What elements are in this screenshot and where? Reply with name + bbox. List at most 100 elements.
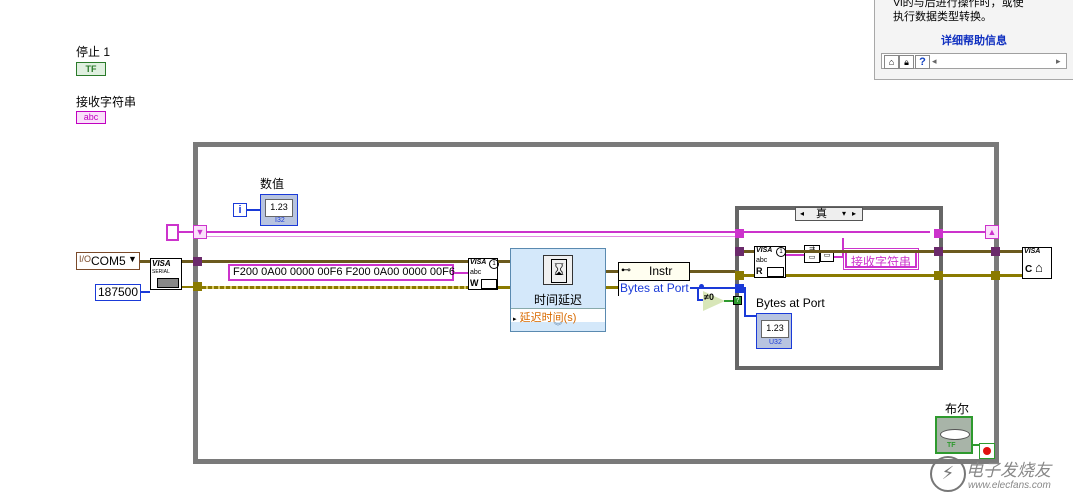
error-wire-out xyxy=(943,274,991,277)
string-tunnel-case-right xyxy=(934,229,943,238)
visa-configure-text: VISA xyxy=(152,259,171,268)
context-help-lock2-icon[interactable]: 🔒︎ xyxy=(899,55,914,69)
case-selector-label[interactable]: ◂ 真 ▾ ▸ xyxy=(795,207,863,221)
error-wire-2 xyxy=(498,286,510,289)
read-port-icon xyxy=(767,267,784,277)
read-string-wire xyxy=(786,254,804,256)
string-wire-out xyxy=(943,231,985,233)
visa-tunnel-case-left xyxy=(735,247,744,256)
bool-stop-control[interactable]: TF xyxy=(935,416,973,454)
recv-string-terminal[interactable]: abc xyxy=(76,111,106,124)
bytes-at-port-indicator[interactable]: 1.23 U32 xyxy=(756,313,792,349)
bytes-wire-to-neq xyxy=(697,299,703,301)
close-visa-wire xyxy=(1000,250,1022,253)
hourglass-icon: ⌛︎ xyxy=(543,255,573,285)
scroll-right-icon[interactable]: ▸ xyxy=(1056,56,1061,66)
iteration-wire xyxy=(247,209,260,211)
property-node-icon: ⊷ xyxy=(621,265,631,276)
visa-tunnel-case-right xyxy=(934,247,943,256)
case-next-icon[interactable]: ▸ xyxy=(852,209,857,218)
chevron-down-icon[interactable]: ▼ xyxy=(128,254,137,264)
help-text-line2: 执行数据类型转换。 xyxy=(893,11,992,23)
visa-close-text: VISA xyxy=(1024,248,1041,255)
com-wire xyxy=(140,260,150,263)
numeric-type: I32 xyxy=(275,217,285,224)
com-port-value: COM5 xyxy=(91,254,126,268)
serial-text: SERIAL xyxy=(152,269,170,275)
numeric-indicator[interactable]: 1.23 I32 xyxy=(260,194,298,226)
visa-read-vi[interactable]: VISA 1 abc R xyxy=(754,246,786,278)
read-clock-icon: 1 xyxy=(776,247,786,257)
case-bytes-wire xyxy=(744,315,758,317)
com-port-constant[interactable]: I/O COM5 ▼ xyxy=(76,252,140,270)
case-selector-value: 真 xyxy=(816,208,827,220)
close-error-wire xyxy=(1000,274,1022,277)
write-string-constant[interactable]: F200 0A00 0000 00F6 F200 0A00 0000 00F6 xyxy=(228,264,455,281)
loop-condition-terminal[interactable] xyxy=(979,443,995,459)
stop-label: 停止 1 xyxy=(76,45,111,59)
visa-property-node[interactable]: ⊷ Instr Bytes at Port xyxy=(618,262,690,296)
string-shift-wire xyxy=(207,231,735,233)
case-prev-icon[interactable]: ◂ xyxy=(800,209,805,218)
case-error-in xyxy=(744,274,754,277)
error-wire-1 xyxy=(202,286,468,289)
case-dropdown-icon[interactable]: ▾ xyxy=(842,209,847,218)
case-string-wire xyxy=(744,231,930,233)
bool-badge: TF xyxy=(947,442,956,449)
bytes-wire xyxy=(690,287,738,289)
close-tag-icon: ⌂ xyxy=(1035,260,1043,275)
shift-register-right[interactable]: ▲ xyxy=(985,225,999,239)
visa-configure-serial-vi[interactable]: VISA SERIAL xyxy=(150,258,182,290)
time-delay-express-vi[interactable]: ⌛︎ 时间延迟 ▸ 延迟时间(s) ︾ xyxy=(510,248,606,332)
concatenate-icon: ▭ xyxy=(820,250,834,262)
visa-write-vi[interactable]: VISA 1 abc W xyxy=(468,258,499,290)
string-init-constant[interactable] xyxy=(166,224,179,241)
help-toolbar: ⌂ 🔒︎ ? ◂ ▸ xyxy=(881,53,1067,69)
bytes-wire-down xyxy=(697,287,699,300)
delay-time-param[interactable]: ▸ 延迟时间(s) xyxy=(511,308,605,324)
not-equal-zero-node[interactable] xyxy=(703,291,725,311)
write-string-wire xyxy=(454,272,468,274)
help-question-icon[interactable]: ? xyxy=(915,55,930,69)
string-init-wire xyxy=(179,231,193,233)
detailed-help-link[interactable]: 详细帮助信息 xyxy=(941,35,1007,47)
bytes-tunnel-case-left xyxy=(735,284,744,293)
visa-write-text: VISA xyxy=(470,259,487,266)
visa-tunnel-left xyxy=(193,257,202,266)
numeric-label: 数值 xyxy=(260,177,285,191)
visa-write-letter: W xyxy=(470,278,479,288)
error-tunnel-case-left xyxy=(735,271,744,280)
shift-register-left[interactable]: ▼ xyxy=(193,225,207,239)
expand-chevron-icon[interactable]: ︾ xyxy=(554,322,562,331)
visa-tunnel-right xyxy=(991,247,1000,256)
stop-terminal[interactable]: TF xyxy=(76,62,106,76)
concat-up-wire xyxy=(842,238,844,258)
visa-io-icon: I/O xyxy=(79,254,92,264)
baud-rate-constant[interactable]: 187500 xyxy=(95,284,141,301)
visa-wire-2 xyxy=(498,260,510,263)
scroll-left-icon[interactable]: ◂ xyxy=(932,56,937,66)
stop-sign-icon xyxy=(983,447,991,455)
error-wire-in xyxy=(182,286,194,288)
iteration-terminal[interactable]: i xyxy=(233,203,247,217)
watermark-logo-icon: ⚡︎ xyxy=(930,456,966,492)
error-tunnel-right xyxy=(991,271,1000,280)
visa-wire-3 xyxy=(606,270,618,273)
sync-clock-icon: 1 xyxy=(489,259,499,269)
case-selector-terminal: ? xyxy=(733,296,742,305)
numeric-value: 1.23 xyxy=(265,199,293,217)
visa-close-letter: C xyxy=(1025,264,1033,275)
concatenate-strings-node[interactable]: ⇉▭ xyxy=(804,245,820,263)
recv-string-indicator-label: 接收字符串 xyxy=(851,255,912,269)
baud-wire xyxy=(141,291,150,293)
visa-read-letter: R xyxy=(756,266,763,276)
string-tunnel-case-left xyxy=(735,229,744,238)
watermark-text: 电子发烧友 xyxy=(966,461,1051,480)
instr-label: Instr xyxy=(649,264,673,278)
error-wire-3 xyxy=(606,286,618,289)
context-help-lock-icon[interactable]: ⌂ xyxy=(884,55,899,69)
visa-close-vi[interactable]: VISA C ⌂ xyxy=(1022,247,1052,279)
bytes-at-port-property[interactable]: Bytes at Port xyxy=(619,280,690,296)
while-loop[interactable] xyxy=(193,142,999,464)
visa-write-abc: abc xyxy=(470,269,482,276)
